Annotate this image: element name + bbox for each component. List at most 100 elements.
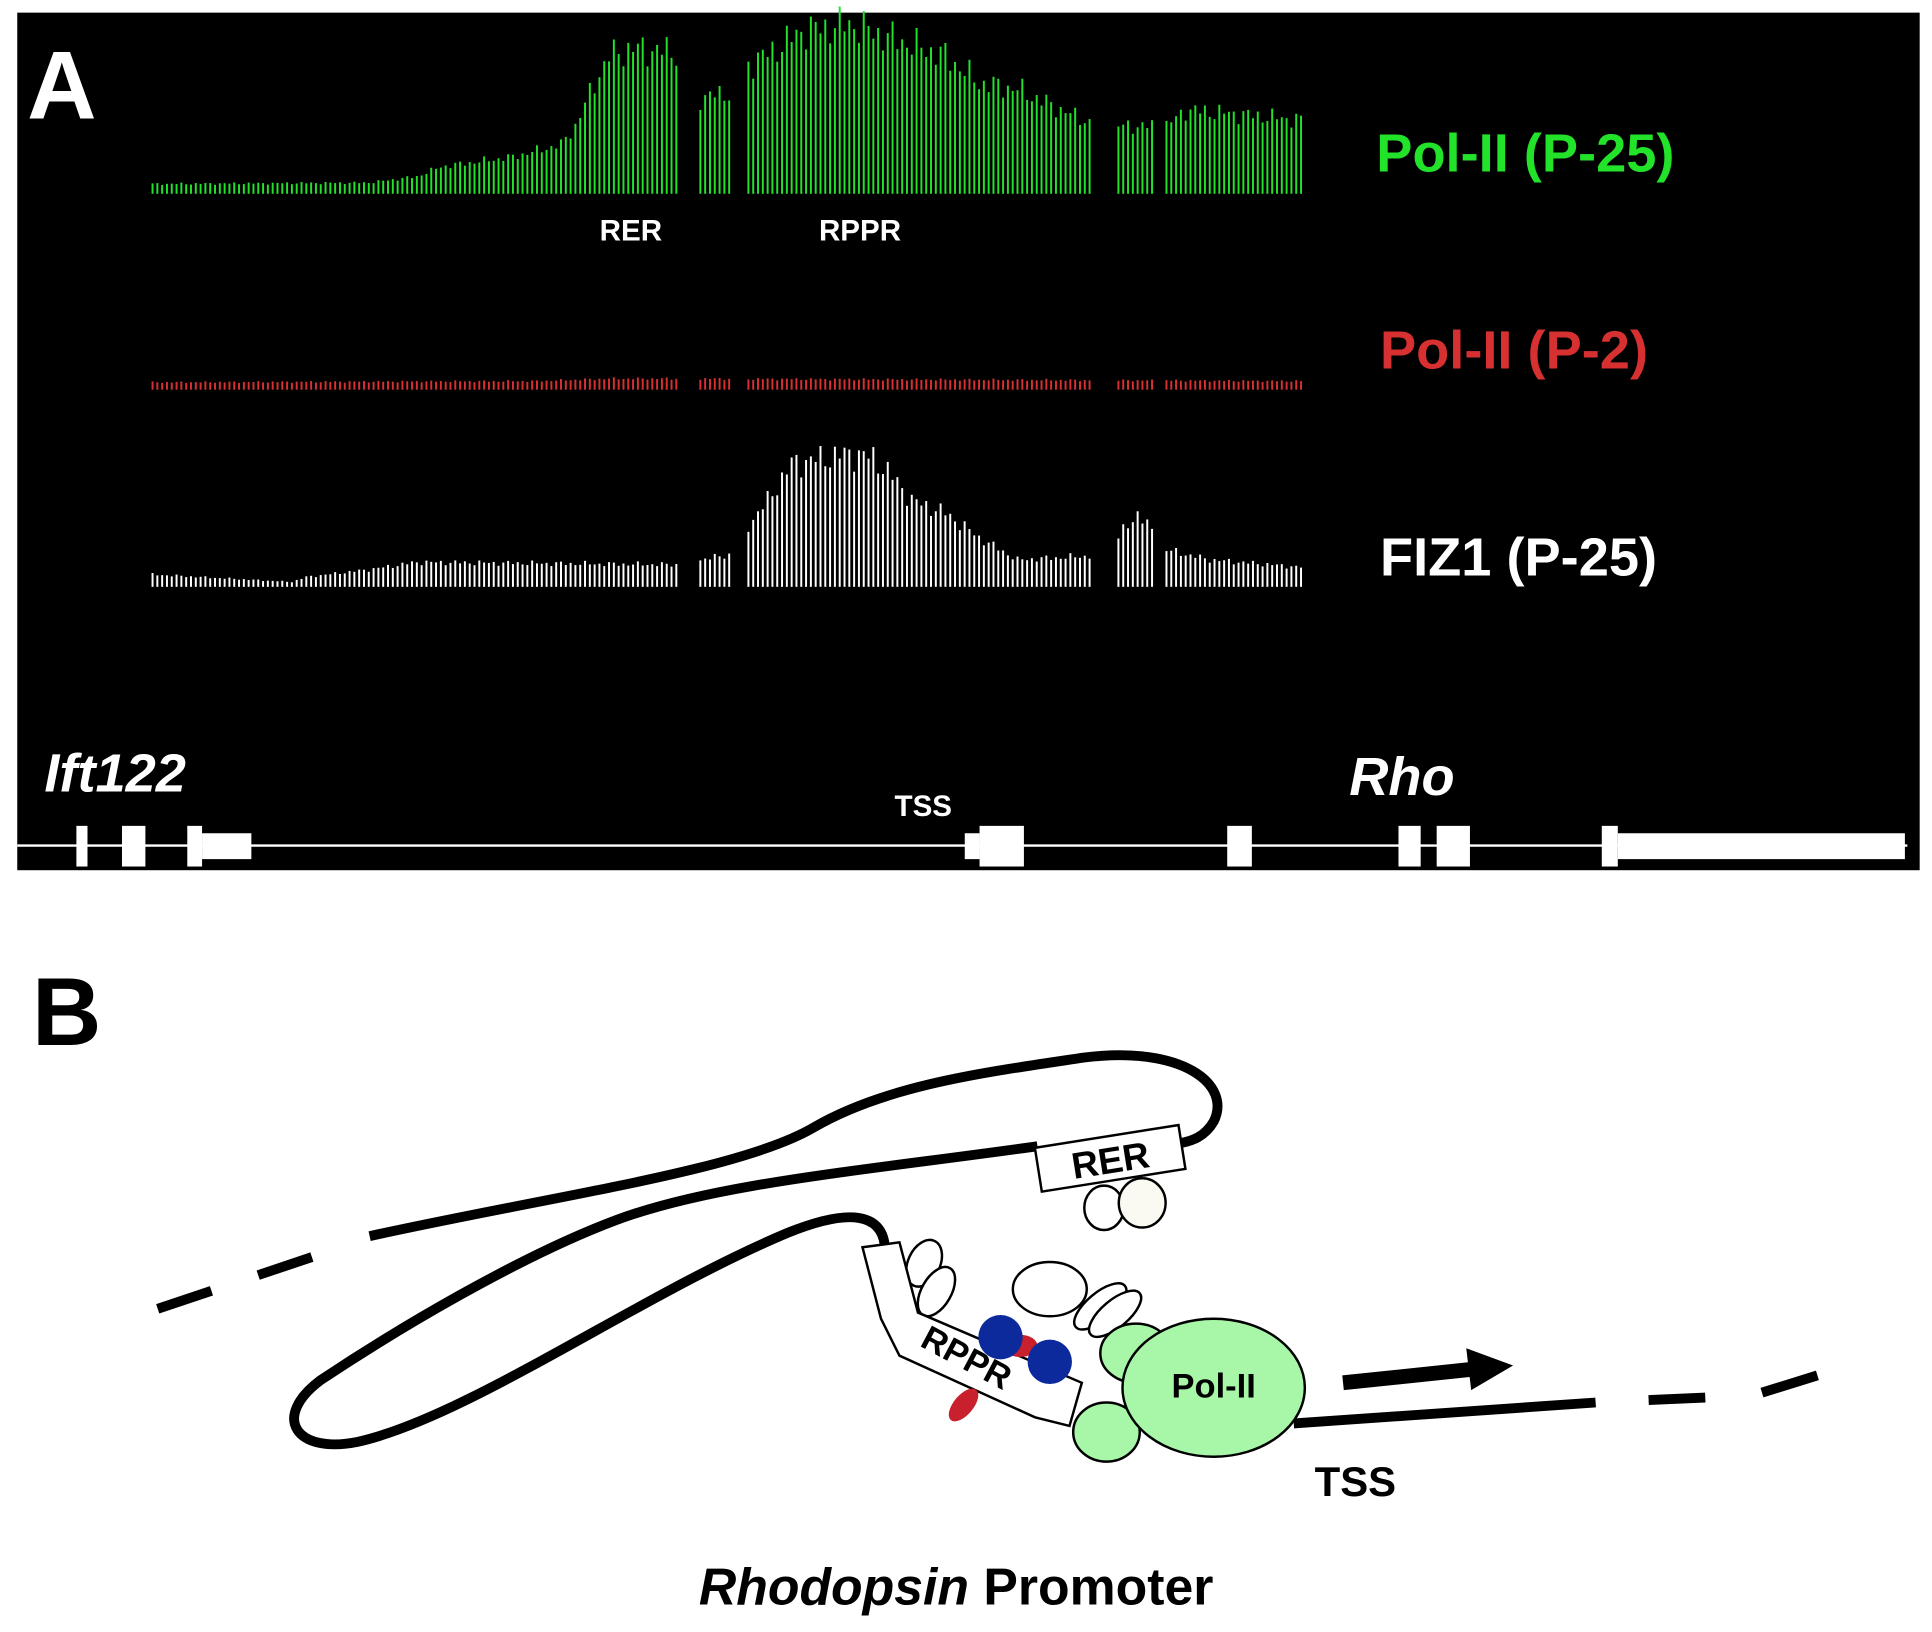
signal-bar: [1189, 380, 1192, 390]
signal-bar: [776, 61, 779, 194]
signal-bar: [425, 381, 428, 390]
signal-bar: [781, 378, 784, 390]
signal-bar: [1030, 101, 1033, 194]
signal-bar: [632, 51, 635, 194]
signal-bar: [391, 381, 394, 390]
signal-bar: [1122, 379, 1125, 390]
signal-bar: [1199, 554, 1202, 587]
signal-bar: [1300, 567, 1303, 587]
signal-bar: [872, 379, 875, 390]
signal-bar: [353, 181, 356, 194]
signal-bar: [189, 382, 192, 390]
signal-bar: [1078, 125, 1081, 194]
signal-bar: [1179, 109, 1182, 194]
signal-bar: [214, 577, 216, 587]
signal-bar: [636, 43, 639, 194]
signal-bar: [978, 89, 981, 194]
signal-bar: [574, 565, 577, 587]
signal-bar: [276, 382, 279, 390]
signal-bar: [1064, 558, 1067, 587]
signal-bar: [1175, 116, 1178, 194]
signal-bar: [266, 184, 269, 194]
signal-bar: [1131, 381, 1134, 390]
signal-bar: [660, 378, 663, 390]
signal-bar: [800, 477, 803, 587]
signal-bar: [954, 62, 957, 194]
signal-bar: [934, 64, 937, 194]
signal-bar: [617, 54, 620, 194]
signal-bar: [656, 379, 659, 390]
signal-bar: [526, 381, 529, 390]
signal-bar: [646, 66, 649, 194]
signal-bar: [1006, 85, 1009, 194]
signal-bar: [1223, 560, 1226, 587]
signal-bar: [699, 560, 702, 587]
signal-bar: [161, 575, 164, 587]
signal-bar: [334, 572, 337, 587]
signal-bar: [238, 579, 241, 587]
signal-bar: [1170, 550, 1173, 587]
signal-bar: [483, 380, 486, 390]
signal-bar: [430, 167, 433, 194]
signal-bar: [516, 159, 519, 194]
track-label-pol2-p2: Pol-II (P-2): [1380, 321, 1648, 381]
tss-label-b: TSS: [1315, 1458, 1396, 1505]
signal-bar: [1165, 120, 1168, 194]
signal-bar: [1016, 379, 1019, 390]
track-label-pol2-p25: Pol-II (P-25): [1376, 124, 1674, 184]
signal-bar: [1016, 90, 1019, 194]
signal-bar: [372, 568, 375, 587]
signal-bar: [338, 381, 341, 390]
signal-bar: [348, 570, 351, 587]
signal-bar: [949, 380, 952, 390]
signal-bar: [939, 378, 942, 390]
signal-bar: [1035, 561, 1038, 587]
signal-bar: [1054, 117, 1057, 194]
signal-bar: [819, 378, 822, 390]
gene-track: [17, 825, 1908, 867]
signal-bar: [233, 182, 236, 194]
signal-bar: [1184, 120, 1187, 194]
signal-bar: [329, 574, 332, 587]
signal-bar: [718, 85, 721, 194]
signal-bar: [1136, 380, 1139, 390]
signal-bar: [319, 382, 322, 390]
signal-bar: [487, 563, 490, 587]
signal-bar: [170, 183, 173, 194]
signal-bar: [420, 382, 423, 390]
signal-bar: [151, 381, 154, 390]
signal-bar: [1165, 380, 1168, 390]
signal-bar: [502, 160, 505, 194]
signal-bar: [435, 562, 438, 587]
signal-bar: [247, 580, 250, 587]
signal-bar: [218, 381, 221, 390]
signal-bar: [228, 577, 231, 587]
signal-bar: [660, 562, 663, 587]
signal-bar: [829, 380, 832, 390]
signal-bar: [598, 563, 601, 587]
signal-bar: [891, 379, 894, 390]
signal-bar: [334, 381, 337, 390]
signal-bar: [526, 154, 529, 194]
signal-bar: [329, 182, 332, 194]
signal-bar: [204, 576, 207, 587]
signal-bar: [608, 378, 611, 390]
signal-bar: [579, 117, 582, 194]
signal-bar: [1002, 550, 1005, 587]
signal-bar: [531, 380, 534, 390]
signal-bar: [603, 61, 606, 194]
signal-bar: [1151, 528, 1154, 587]
signal-bar: [958, 530, 961, 587]
signal-bar: [175, 574, 178, 587]
signal-bar: [502, 562, 505, 587]
signal-bar: [612, 39, 615, 194]
signal-bar: [1232, 564, 1235, 587]
signal-bar: [901, 488, 904, 587]
signal-bar: [627, 378, 630, 390]
signal-bar: [535, 380, 538, 390]
signal-bar: [718, 556, 721, 587]
signal-bar: [1016, 556, 1019, 587]
signal-bar: [857, 42, 860, 194]
signal-bar: [1151, 120, 1154, 194]
signal-bar: [1059, 379, 1062, 390]
